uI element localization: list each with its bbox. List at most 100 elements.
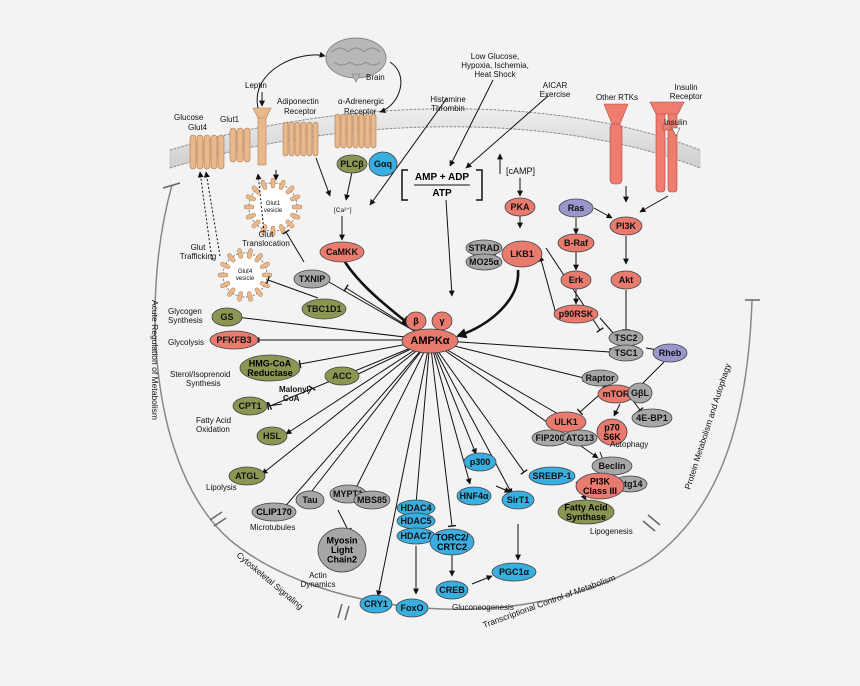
svg-text:Raptor: Raptor [586, 373, 615, 383]
label-camp: [cAMP] [506, 166, 535, 176]
node-atg13: ATG13 [562, 429, 598, 447]
svg-text:TORC2/: TORC2/ [436, 532, 469, 542]
svg-text:TSC2: TSC2 [614, 333, 637, 343]
svg-text:PI3K: PI3K [590, 476, 611, 486]
label-glut-trafficking-2: Trafficking [180, 252, 216, 261]
svg-text:Synthase: Synthase [566, 512, 606, 522]
label-malonyl-2: CoA [283, 394, 300, 403]
svg-text:MYPT1: MYPT1 [333, 489, 363, 499]
svg-text:PKA: PKA [510, 202, 530, 212]
svg-text:Reductase: Reductase [247, 368, 293, 378]
node-gbl: GβL [627, 382, 653, 404]
label-microtubules: Microtubules [250, 523, 295, 532]
node-tau: Tau [295, 490, 325, 510]
label-adiponectin: Adiponectin [277, 97, 319, 106]
svg-text:Beclin: Beclin [598, 461, 625, 471]
node-atgl: ATGL [228, 466, 266, 486]
label-insulin-receptor-2: Receptor [670, 92, 703, 101]
node-gs: GS [211, 307, 243, 327]
svg-text:CaMKK: CaMKK [326, 247, 359, 257]
node-fourebp1: 4E-BP1 [631, 408, 673, 428]
alpha-adrenergic-receptor [334, 113, 377, 149]
svg-text:Rheb: Rheb [659, 348, 682, 358]
node-pgc1: PGC1α [491, 562, 537, 582]
glut1-vesicle [243, 177, 303, 237]
node-ras: Ras [558, 198, 594, 218]
node-mbs85: MBS85 [353, 490, 391, 510]
label-sterol-2: Synthesis [186, 379, 221, 388]
node-foxo: FoxO [395, 598, 429, 618]
node-pfkfb3: PFKFB3 [209, 330, 259, 350]
label-actin-1: Actin [309, 571, 327, 580]
label-adrenergic-receptor: Receptor [344, 107, 377, 116]
brain-icon [325, 37, 387, 83]
svg-text:S6K: S6K [603, 432, 621, 442]
label-glut-translocation-1: Glut [259, 230, 274, 239]
label-stress-2: Hypoxia, Ischemia, [461, 61, 529, 70]
svg-text:Glut1: Glut1 [266, 201, 281, 207]
svg-text:TBC1D1: TBC1D1 [306, 304, 341, 314]
node-hdac5: HDAC5 [396, 512, 436, 530]
svg-text:Erk: Erk [569, 275, 585, 285]
svg-text:p300: p300 [470, 457, 491, 467]
node-tsc1: TSC1 [608, 344, 644, 362]
label-histamine: Histamine [430, 95, 466, 104]
svg-text:HMG-CoA: HMG-CoA [249, 358, 292, 368]
svg-text:ACC: ACC [332, 371, 352, 381]
svg-text:PLCβ: PLCβ [340, 159, 364, 169]
arc-label-cytoskeletal: Cytoskeletal Signaling [235, 550, 306, 612]
node-gaq: Gαq [368, 151, 398, 177]
svg-text:GβL: GβL [631, 388, 649, 398]
amp-atp-ratio: AMP + ADP ATP [401, 169, 483, 201]
svg-text:ULK1: ULK1 [554, 417, 578, 427]
node-pi3k: PI3K [609, 216, 643, 236]
svg-text:GS: GS [220, 312, 233, 322]
svg-text:γ: γ [439, 316, 444, 326]
svg-text:Gαq: Gαq [374, 159, 392, 169]
label-thrombin: Thrombin [431, 104, 465, 113]
svg-text:CREB: CREB [439, 585, 465, 595]
svg-text:SirT1: SirT1 [507, 495, 530, 505]
label-glut4: Glut4 [188, 123, 208, 132]
svg-text:Glut4: Glut4 [238, 269, 253, 275]
svg-text:PFKFB3: PFKFB3 [216, 335, 251, 345]
arc-dividers [162, 182, 760, 621]
svg-text:mTOR: mTOR [603, 389, 630, 399]
node-p90rsk: p90RSK [553, 304, 599, 324]
node-hsl: HSL [256, 426, 288, 446]
svg-text:FoxO: FoxO [400, 603, 423, 613]
svg-text:MO25α: MO25α [469, 257, 500, 267]
label-glut-trafficking-1: Glut [191, 243, 206, 252]
svg-text:HDAC5: HDAC5 [400, 516, 431, 526]
svg-text:Class III: Class III [583, 486, 617, 496]
node-hnf4: HNF4α [456, 486, 492, 506]
svg-text:AMPKα: AMPKα [410, 335, 449, 347]
svg-text:Akt: Akt [619, 275, 634, 285]
svg-text:FIP200: FIP200 [535, 433, 564, 443]
node-mtor: mTOR [597, 384, 635, 404]
label-alpha-adrenergic: α-Adrenergic [338, 97, 384, 106]
svg-text:SREBP-1: SREBP-1 [532, 471, 571, 481]
svg-text:p90RSK: p90RSK [559, 309, 594, 319]
svg-text:ATP: ATP [432, 188, 452, 199]
node-hdac7: HDAC7 [396, 527, 436, 545]
svg-text:CRTC2: CRTC2 [437, 542, 467, 552]
svg-text:p70: p70 [604, 422, 620, 432]
node-clip170: CLIP170 [251, 502, 297, 522]
node-akt: Akt [610, 270, 642, 290]
label-insulin: Insulin [664, 118, 687, 127]
adiponectin-receptor [282, 121, 319, 157]
label-exercise: Exercise [540, 90, 571, 99]
label-autophagy: Autophagy [610, 440, 648, 449]
svg-text:Chain2: Chain2 [327, 555, 357, 565]
node-mo25: MO25α [465, 253, 503, 271]
free-labels: Glucose Glut4 Glut1 Leptin Adiponectin R… [168, 52, 703, 612]
svg-text:TSC1: TSC1 [614, 348, 637, 358]
svg-text:Light: Light [331, 545, 353, 555]
label-malonyl-1: Malonyl [279, 385, 309, 394]
svg-text:HNF4α: HNF4α [459, 491, 489, 501]
glut4-vesicle [217, 248, 273, 302]
